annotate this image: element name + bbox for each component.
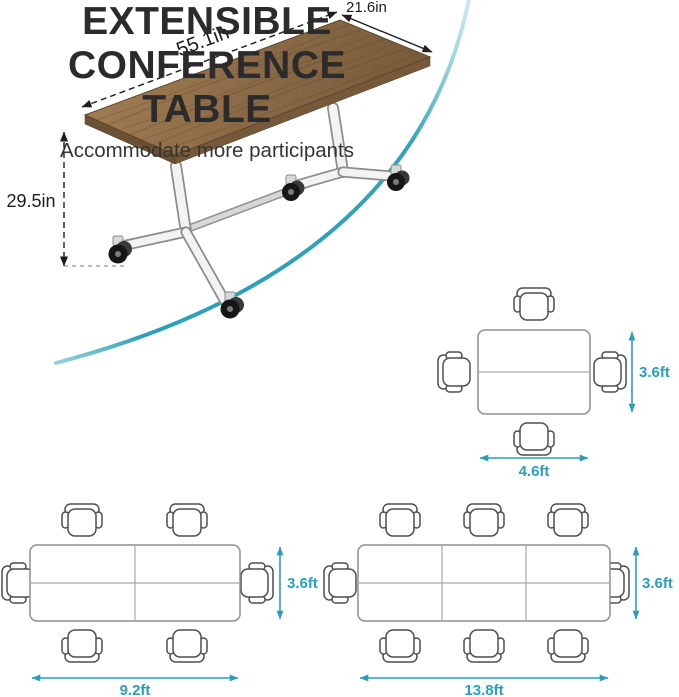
layout-diagram-8-seat: 3.6ft 13.8ft [323, 503, 673, 697]
layout-width-label: 4.6ft [519, 463, 550, 480]
page-title-line1: EXTENSIBLE [82, 0, 332, 43]
table-legs [116, 102, 397, 309]
caster-wheel [108, 235, 132, 264]
chair-icon [463, 503, 505, 537]
layout-diagram-4-seat: 3.6ft 4.6ft [437, 287, 670, 480]
layout-8-seat-depth-dimension: 3.6ft [632, 546, 673, 620]
layout-depth-label: 3.6ft [642, 575, 673, 592]
page-subtitle: Accommodate more participants [60, 139, 354, 162]
chair-icon [61, 629, 103, 663]
chair-icon [379, 503, 421, 537]
chair-icon [437, 351, 471, 393]
chair-icon [1, 562, 35, 604]
chair-icon [166, 629, 208, 663]
layout-6-seat-depth-dimension: 3.6ft [276, 546, 318, 620]
chair-icon [166, 503, 208, 537]
layout-6-seat-width-dimension: 9.2ft [31, 674, 239, 697]
layout-width-label: 13.8ft [464, 682, 503, 697]
chair-icon [323, 562, 357, 604]
chair-icon [593, 351, 627, 393]
layout-depth-label: 3.6ft [287, 575, 318, 592]
caster-wheel [387, 164, 410, 191]
height-dimension-label: 29.5in [6, 191, 55, 211]
layout-diagram-6-seat: 3.6ft 9.2ft [1, 503, 318, 697]
caster-wheel [282, 174, 305, 201]
dimension-depth: 21.6in [341, 0, 433, 53]
heading-block: EXTENSIBLE CONFERENCE TABLE Accommodate … [0, 0, 414, 163]
layout-4-seat-width-dimension: 4.6ft [479, 454, 589, 480]
layout-depth-label: 3.6ft [639, 364, 670, 381]
depth-dimension-label: 21.6in [346, 0, 387, 16]
layout-width-label: 9.2ft [120, 682, 151, 697]
chair-icon [547, 503, 589, 537]
chair-icon [61, 503, 103, 537]
dimension-height: 29.5in [6, 131, 126, 267]
decorative-arc [54, 0, 471, 365]
layout-8-seat-width-dimension: 13.8ft [359, 674, 609, 697]
layout-4-seat-depth-dimension: 3.6ft [628, 331, 670, 413]
caster-wheel [220, 291, 244, 319]
chair-icon [240, 562, 274, 604]
chair-icon [513, 287, 555, 321]
chair-icon [379, 629, 421, 663]
page-title-line2: CONFERENCE TABLE [67, 44, 347, 131]
chair-icon [547, 629, 589, 663]
chair-icon [513, 422, 555, 456]
chair-icon [463, 629, 505, 663]
